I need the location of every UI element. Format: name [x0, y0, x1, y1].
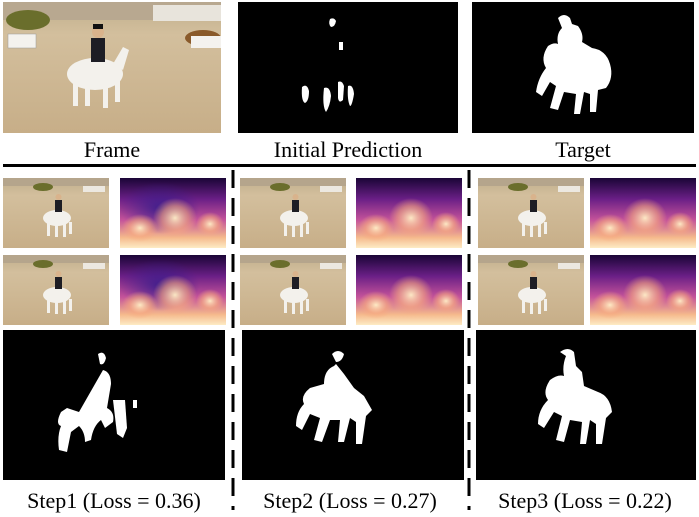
initial-prediction-mask [238, 2, 458, 133]
horizontal-divider [3, 164, 696, 167]
vertical-dashed-divider-1 [231, 170, 235, 510]
frame-caption: Frame [83, 137, 141, 162]
step2-heatmap-2 [356, 255, 462, 325]
frame-image [3, 2, 221, 133]
step3-heatmap-2 [590, 255, 696, 325]
step2-heatmap-1 [356, 178, 462, 248]
step1-heatmap-1 [120, 178, 226, 248]
step1-heatmap-2 [120, 255, 226, 325]
target-caption: Target [555, 137, 611, 162]
step3-prediction-mask [476, 330, 696, 480]
step1-frame-thumbnail-1 [3, 178, 109, 248]
step2-frame-thumbnail-2 [240, 255, 346, 325]
vertical-dashed-divider-2 [467, 170, 471, 510]
step3-frame-thumbnail-1 [478, 178, 584, 248]
step2-caption: Step2 (Loss = 0.27) [263, 488, 437, 513]
step1-frame-thumbnail-2 [3, 255, 109, 325]
step2-frame-thumbnail-1 [240, 178, 346, 248]
step1-prediction-mask [3, 330, 225, 480]
step1-caption: Step1 (Loss = 0.36) [27, 488, 201, 513]
target-mask [472, 2, 694, 133]
initial-prediction-caption: Initial Prediction [273, 137, 423, 162]
step3-heatmap-1 [590, 178, 696, 248]
step2-prediction-mask [242, 330, 464, 480]
step3-frame-thumbnail-2 [478, 255, 584, 325]
step3-caption: Step3 (Loss = 0.22) [498, 488, 672, 513]
